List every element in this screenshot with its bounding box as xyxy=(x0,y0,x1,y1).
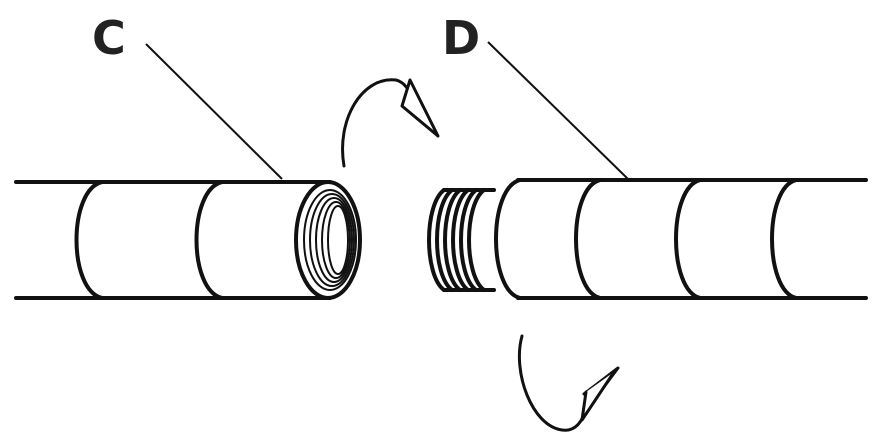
right-pipe-end xyxy=(494,178,522,300)
left-pipe-band-2 xyxy=(194,180,224,300)
left-pipe-c xyxy=(14,180,362,300)
label-d: D xyxy=(442,11,480,65)
right-pipe-band-1 xyxy=(574,178,602,300)
left-pipe-band-1 xyxy=(74,180,104,300)
leader-line-d xyxy=(487,41,629,180)
right-pipe-band-3 xyxy=(770,178,798,300)
internal-threads xyxy=(303,189,357,291)
right-pipe-band-2 xyxy=(674,178,702,300)
external-threads xyxy=(427,188,496,292)
label-c: C xyxy=(92,11,126,65)
leader-line-c xyxy=(145,43,283,180)
rotation-arrow-bottom xyxy=(517,334,620,432)
rotation-arrow-top xyxy=(341,78,440,168)
right-pipe-d xyxy=(427,178,868,300)
